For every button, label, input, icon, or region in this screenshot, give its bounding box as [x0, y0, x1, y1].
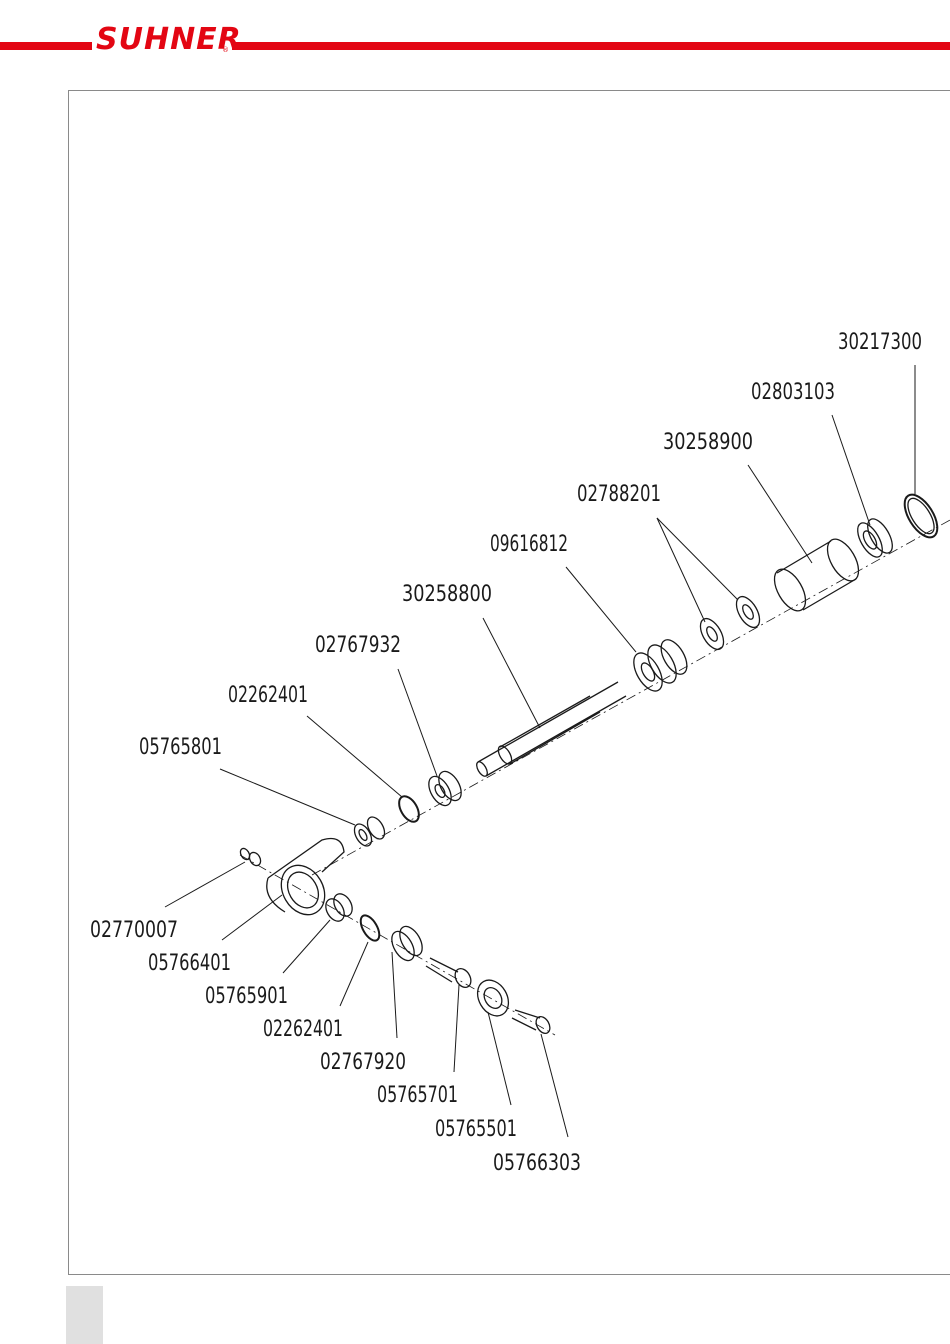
part-label: 09616812	[490, 532, 568, 557]
part-label: 02770007	[90, 918, 178, 943]
part-label: 02262401	[263, 1017, 343, 1042]
leader-05766303	[541, 1034, 568, 1137]
part-label: 02767920	[320, 1050, 406, 1075]
part-05765501-nut	[471, 975, 514, 1022]
leader-02803103	[832, 415, 870, 525]
part-label: 05765501	[435, 1117, 517, 1142]
part-label: 05766303	[493, 1151, 581, 1176]
leader-02788201-a	[657, 518, 738, 600]
part-02262401-ring-upper	[395, 793, 423, 825]
part-02262401-ring-lower	[357, 912, 383, 943]
part-02767932-bearing	[424, 768, 466, 810]
part-label: 05766401	[148, 951, 231, 976]
part-label: 30217300	[838, 330, 922, 355]
leader-02767920	[392, 952, 397, 1038]
leader-05765701	[454, 985, 459, 1072]
leader-02788201-b	[657, 518, 705, 622]
leader-05765501	[488, 1012, 511, 1105]
part-label: 02788201	[577, 482, 661, 507]
part-label: 02767932	[315, 633, 401, 658]
upper-axis-line	[312, 520, 950, 875]
part-30217300-retaining-ring	[898, 489, 944, 542]
part-02788201-shims	[696, 593, 765, 653]
part-05765901-bushing	[322, 891, 356, 925]
part-05765701-spindle	[426, 958, 474, 990]
leader-30258800	[483, 618, 540, 728]
leader-02262401-lower	[340, 942, 368, 1006]
part-30258900-sleeve	[768, 534, 865, 616]
leader-02767932	[398, 669, 437, 776]
leader-09616812	[566, 567, 636, 652]
part-02803103-bearing	[853, 515, 898, 561]
part-09616812-bearing-unit	[628, 636, 692, 696]
part-label: 05765701	[377, 1083, 458, 1108]
part-label: 02262401	[228, 683, 308, 708]
part-label: 05765801	[139, 735, 222, 760]
leader-05765901	[283, 920, 330, 973]
part-05766401-angle-housing	[267, 839, 344, 923]
part-label: 05765901	[205, 984, 288, 1009]
part-label: 30258800	[402, 582, 492, 607]
leader-05765801	[220, 769, 355, 825]
leader-02770007	[165, 862, 245, 907]
leader-30258900	[748, 465, 812, 563]
part-label: 30258900	[663, 430, 753, 455]
part-30258800-shaft	[475, 682, 626, 778]
part-05765801-bushing	[351, 814, 388, 849]
leader-05766401	[222, 895, 282, 940]
part-02770007-small-sleeve	[239, 847, 263, 868]
part-label: 02803103	[751, 380, 835, 405]
leader-02262401-upper	[307, 716, 402, 797]
